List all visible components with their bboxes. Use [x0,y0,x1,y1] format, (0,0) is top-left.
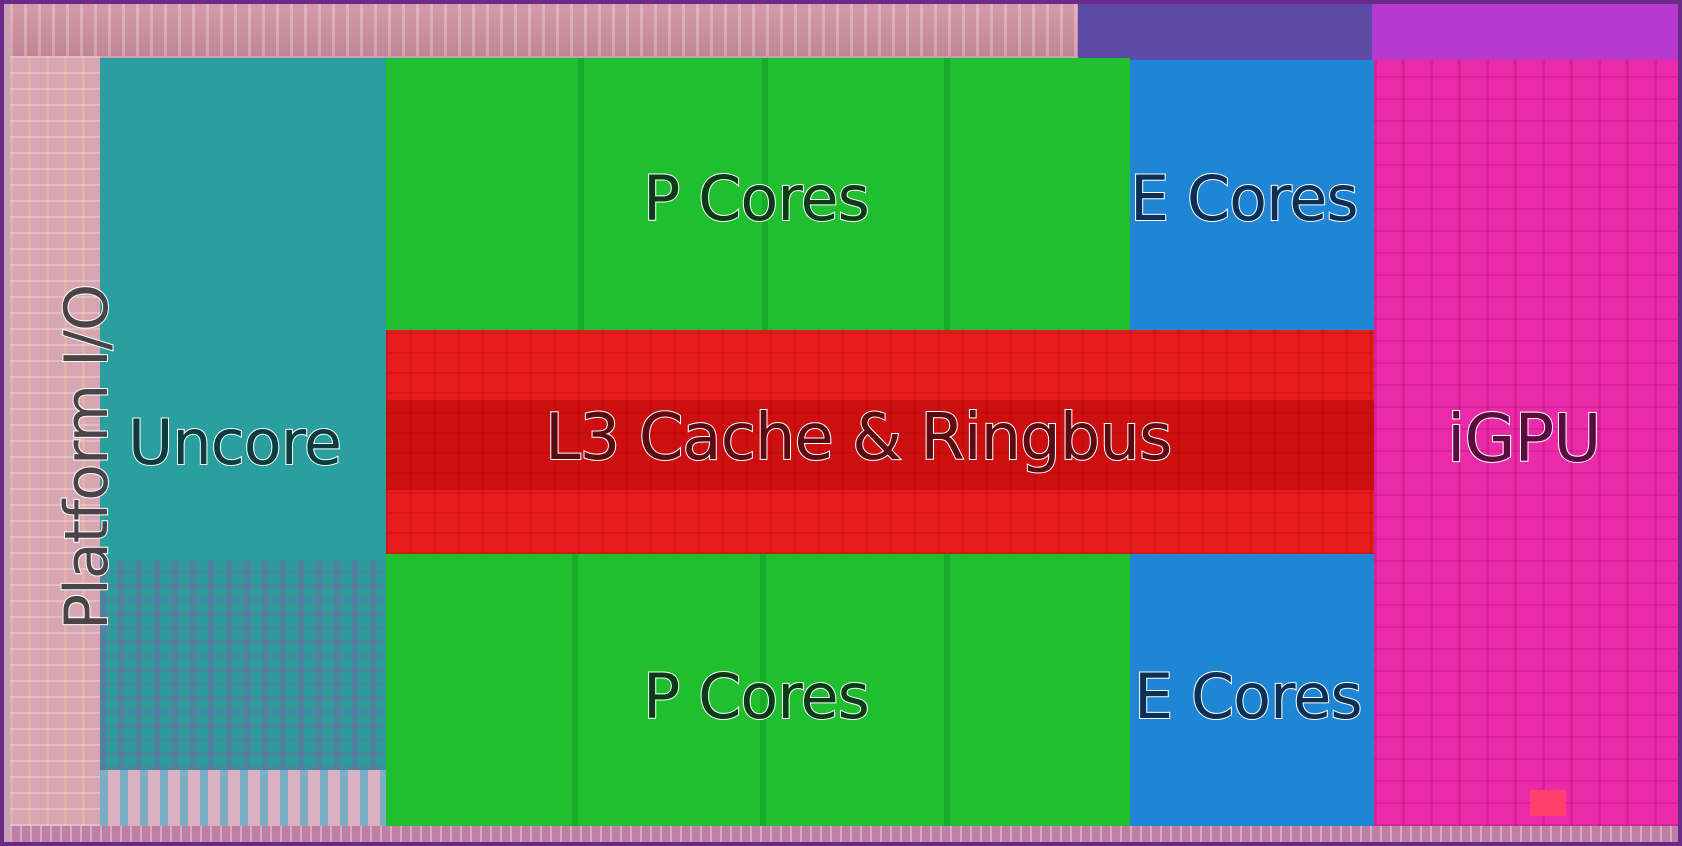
p-core-divider [944,554,950,826]
top-pad-strip [10,4,1078,56]
l3-cache-region [386,330,1374,554]
e-cores-bottom-region [1130,554,1374,826]
uncore-lower-region [100,560,386,770]
p-core-divider [944,58,950,330]
top-right-strip-a [1078,4,1372,60]
e-cores-bottom-label: E Cores [1133,660,1364,733]
ringbus-band [386,400,1374,490]
uncore-label: Uncore [127,406,343,479]
p-core-divider [572,554,578,826]
l3-cache-label: L3 Cache & Ringbus [544,401,1173,475]
platform-io-region [10,56,100,826]
platform-io-label: Platform I/O [51,284,123,631]
igpu-spot [1530,790,1566,816]
e-cores-top-region [1130,60,1374,330]
p-cores-bottom-region [386,554,1130,826]
bottom-pad-strip [10,826,1678,844]
p-core-divider [760,554,766,826]
e-cores-top-label: E Cores [1129,162,1360,235]
p-cores-top-region [386,58,1130,330]
uncore-bottom-pads [100,770,386,826]
igpu-label: iGPU [1446,400,1603,477]
top-right-strip-b [1372,4,1678,60]
p-cores-bottom-label: P Cores [642,660,871,733]
p-core-divider [578,58,584,330]
igpu-region [1374,60,1678,826]
p-core-divider [762,58,768,330]
p-cores-top-label: P Cores [642,162,871,235]
